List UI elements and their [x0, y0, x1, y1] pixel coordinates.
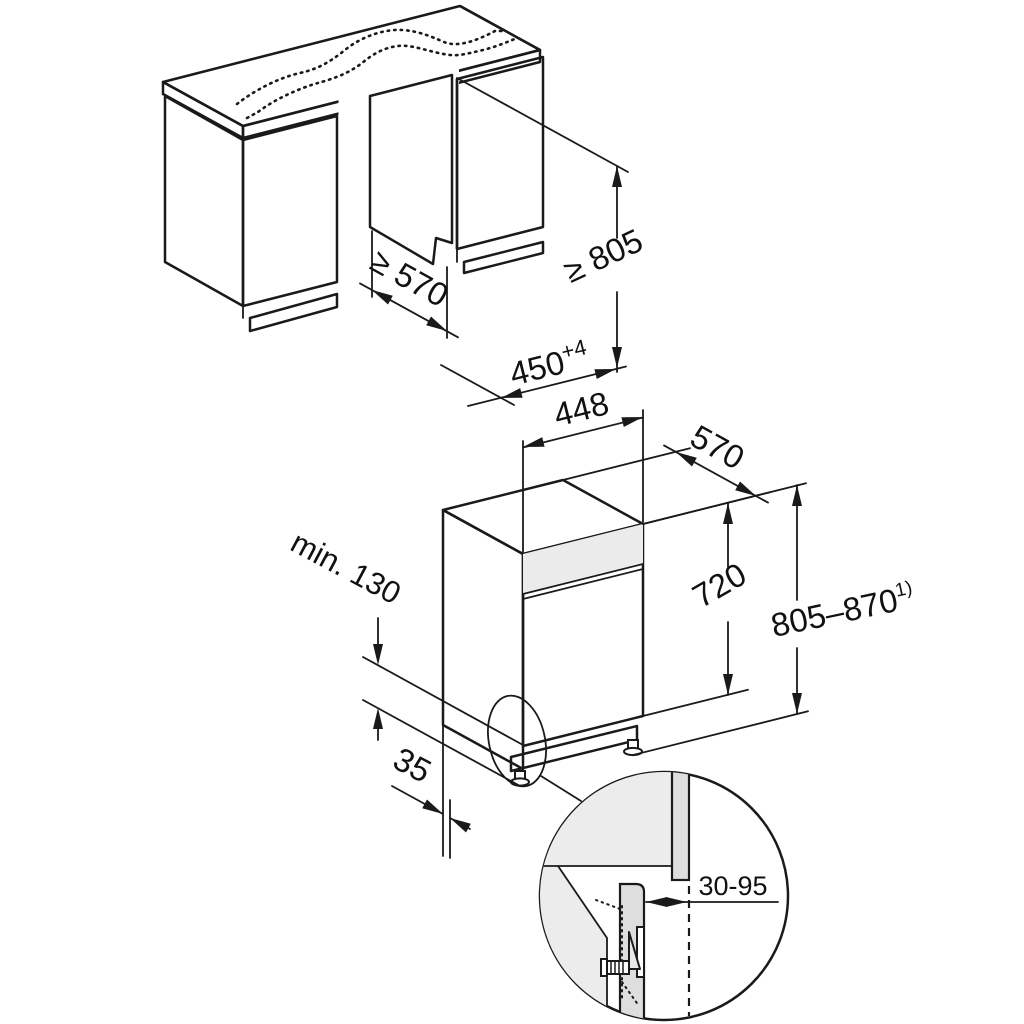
dim-niche-height: ≥ 805: [456, 77, 648, 373]
left-cabinet: [163, 94, 339, 333]
appliance-control-panel: [523, 524, 643, 594]
niche-width-label: 450+4: [505, 334, 592, 392]
total-height-footnote: 1): [893, 578, 914, 602]
appliance-depth-label: 570: [685, 417, 751, 476]
detail-connector-line: [540, 775, 582, 802]
break-band: [237, 29, 517, 118]
dim-appliance-depth: 570: [562, 417, 771, 525]
dim-arrows: [646, 897, 687, 907]
foot-mounting-plate: [636, 926, 645, 978]
dim-arrows: [501, 369, 616, 398]
plinth-detail: 30-95: [538, 770, 790, 1022]
door-height-label: 720: [686, 555, 752, 615]
base-setback-label: 35: [388, 740, 438, 790]
plinth-clearance-label: min. 130: [285, 524, 406, 611]
right-cabinet: [455, 55, 545, 275]
dim-arrows: [723, 503, 733, 695]
adjustable-foot-assembly: [600, 926, 645, 978]
dim-door-height: 720: [642, 502, 752, 717]
niche-width-value: 450: [506, 343, 568, 392]
break-dotted-lower: [245, 36, 519, 120]
control-panel-divider: [522, 563, 644, 595]
door-top-edge: [522, 568, 644, 600]
foot-bracket: [628, 931, 641, 970]
dim-arrows: [523, 417, 643, 447]
plinth-adjustment-label: 30-95: [698, 871, 767, 901]
dim-plinth-adjustment: 30-95: [645, 871, 779, 907]
dim-arrows: [372, 290, 447, 331]
left-cabinet-plinth: [248, 292, 339, 333]
cabinet-section-upper: [540, 772, 672, 866]
dim-arrows: [373, 644, 383, 729]
left-cabinet-door: [241, 114, 339, 308]
niche-height-label: ≥ 805: [558, 221, 648, 289]
appliance-width-label: 448: [550, 384, 612, 433]
right-cabinet-side-panel: [368, 73, 454, 266]
total-height-label: 805–8701): [768, 578, 918, 644]
niche-width-tolerance: +4: [559, 334, 589, 364]
dim-arrows: [792, 485, 802, 714]
dim-arrows: [676, 452, 756, 496]
appliance-left-side: [441, 508, 525, 771]
dim-total-height: 805–8701): [632, 482, 918, 756]
screw-thread: [610, 961, 624, 974]
dim-base-setback: 35: [388, 740, 471, 859]
appliance-diagram: 448 570 720: [285, 384, 918, 859]
total-height-value: 805–870: [768, 581, 901, 644]
niche-opening: [338, 52, 459, 300]
hidden-edges-dotted: [595, 899, 640, 1007]
left-cabinet-side: [163, 94, 245, 308]
countertop-break: [235, 4, 541, 120]
right-cabinet-plinth: [462, 240, 545, 275]
dim-appliance-width: 448: [522, 384, 644, 553]
dim-arrows: [612, 166, 622, 368]
foot-callout-ellipse: [487, 694, 547, 788]
cavity-boundary-line: [557, 865, 608, 1020]
foot-screw-cap: [600, 958, 608, 977]
appliance-body: [441, 478, 645, 788]
countertop-end-edge: [459, 4, 541, 52]
countertop-left-edge: [161, 80, 245, 140]
break-dotted-upper: [235, 28, 507, 106]
niche-diagram: ≥ 570 ≥ 805 450+4: [161, 4, 648, 407]
right-cabinet-door: [455, 55, 545, 251]
dim-arrows: [422, 799, 471, 833]
door-panel-section: [670, 772, 691, 882]
